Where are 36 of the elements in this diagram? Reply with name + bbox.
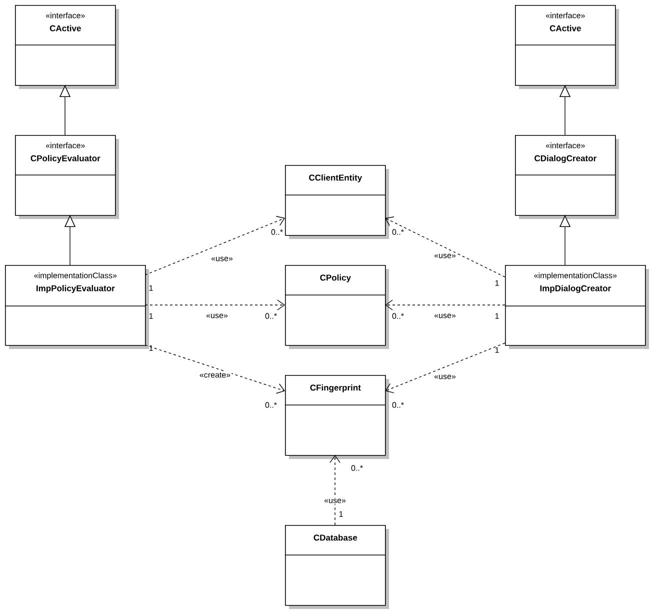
class-box: CFingerprint — [284, 375, 389, 459]
dependency-arrow — [144, 216, 285, 276]
class-box: CPolicy — [284, 265, 389, 349]
multiplicity-label: 1 — [495, 347, 499, 353]
multiplicity-label: 1 — [495, 313, 499, 319]
edge-label: «use» — [323, 498, 347, 504]
edge-label: «use» — [210, 256, 234, 262]
multiplicity-label: 0..* — [271, 229, 283, 235]
dependency-arrow — [330, 455, 340, 526]
class-box: CClientEntity — [284, 165, 389, 239]
multiplicity-label: 0..* — [265, 402, 277, 408]
class-box: «interface» CPolicyEvaluator — [14, 135, 119, 219]
dependency-arrow — [144, 344, 285, 394]
class-box: «implementationClass» ImpDialogCreator — [504, 265, 649, 349]
multiplicity-label: 1 — [149, 313, 153, 319]
dependency-arrow — [385, 300, 506, 310]
class-box: «interface» CActive — [514, 5, 619, 89]
multiplicity-label: 0..* — [392, 229, 404, 235]
edge-label: «use» — [433, 312, 457, 320]
dependency-arrow — [385, 342, 506, 394]
dependency-arrow — [144, 300, 285, 310]
class-box: «implementationClass» ImpPolicyEvaluator — [4, 265, 149, 349]
class-box: CDatabase — [284, 525, 389, 609]
dependency-arrow — [385, 216, 506, 278]
edge-label: «use» — [433, 252, 457, 260]
class-box: «interface» CDialogCreator — [514, 135, 619, 219]
multiplicity-label: 1 — [149, 285, 153, 291]
class-box: «interface» CActive — [14, 5, 119, 89]
multiplicity-label: 0..* — [265, 313, 277, 319]
multiplicity-label: 1 — [495, 280, 499, 286]
multiplicity-label: 1 — [149, 345, 153, 351]
edge-label: «use» — [205, 312, 229, 320]
multiplicity-label: 1 — [339, 511, 343, 517]
edge-label: «use» — [433, 374, 457, 380]
multiplicity-label: 0..* — [351, 465, 363, 471]
edge-label: «create» — [198, 371, 232, 379]
